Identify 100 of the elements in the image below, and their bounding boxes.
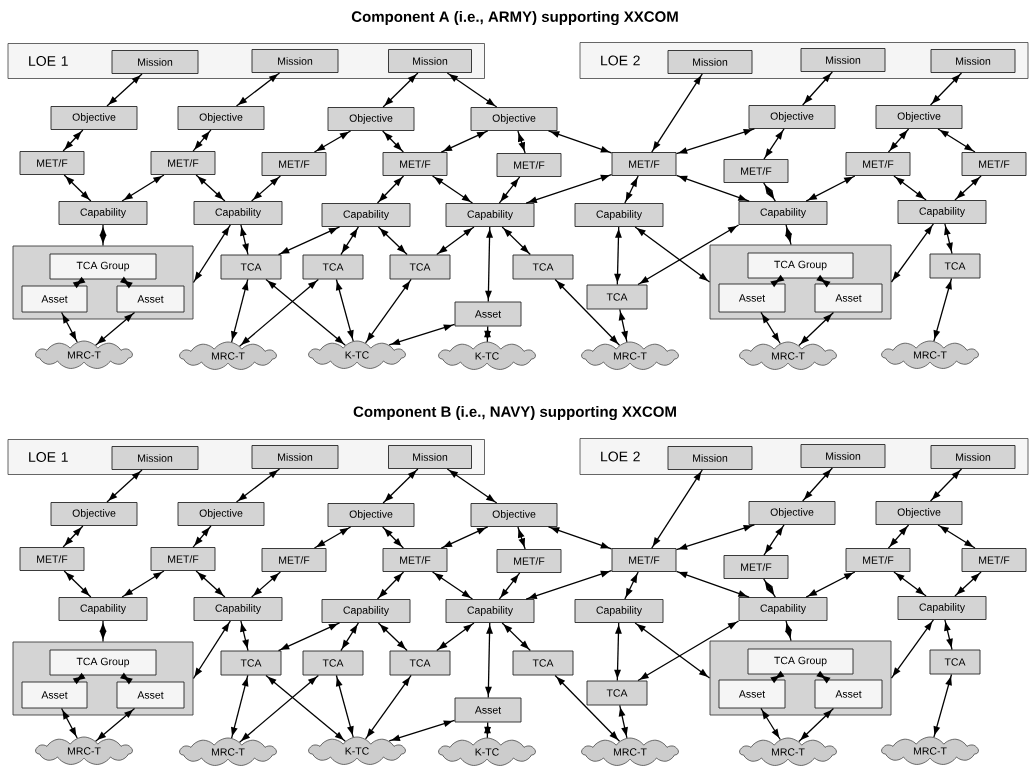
- process-box: Objective: [748, 105, 836, 129]
- arrow: [63, 174, 92, 202]
- process-box: MET/F: [382, 152, 448, 176]
- process-box: TCA Group: [49, 253, 157, 280]
- arrow: [933, 673, 953, 738]
- arrow: [382, 526, 404, 549]
- process-box: Asset: [454, 697, 522, 723]
- process-box: Objective: [748, 501, 836, 525]
- arrow: [277, 226, 341, 256]
- arrow: [99, 620, 107, 643]
- arrow: [624, 175, 639, 204]
- arrow: [929, 72, 963, 106]
- arrow: [485, 226, 493, 303]
- arrow: [634, 622, 711, 679]
- arrow: [376, 571, 405, 600]
- arrow: [440, 130, 489, 153]
- arrow: [377, 622, 408, 652]
- arrow: [388, 323, 456, 346]
- arrow: [251, 571, 281, 598]
- arrow: [501, 226, 531, 256]
- arrow: [335, 674, 354, 738]
- arrow: [954, 571, 982, 597]
- process-box: MET/F: [723, 159, 789, 183]
- panel-title: Component A (i.e., ARMY) supporting XXCOM: [351, 11, 678, 26]
- arrow: [195, 174, 226, 202]
- arrow: [763, 524, 785, 556]
- arrow: [265, 674, 346, 742]
- process-box: Asset: [814, 283, 883, 313]
- process-box: Objective: [327, 503, 415, 527]
- process-box: Capability: [738, 201, 828, 225]
- arrow: [62, 525, 84, 548]
- arrow: [954, 175, 982, 201]
- arrow: [675, 524, 756, 551]
- arrow: [517, 130, 526, 154]
- arrow: [614, 226, 622, 286]
- arrow: [618, 308, 628, 343]
- arrow: [95, 311, 136, 346]
- arrow: [785, 224, 793, 246]
- process-box: MET/F: [261, 548, 327, 572]
- arrow: [72, 672, 86, 685]
- arrow: [121, 174, 165, 202]
- arrow: [192, 129, 212, 152]
- arrow: [651, 469, 703, 549]
- arrow: [887, 128, 910, 153]
- arrow: [106, 73, 143, 107]
- process-box: Mission: [388, 445, 472, 469]
- arrow: [60, 311, 78, 343]
- process-box: TCA: [512, 650, 574, 676]
- arrow: [119, 276, 133, 289]
- process-box: Capability: [58, 201, 148, 225]
- process-box: Objective: [875, 105, 963, 129]
- arrow: [937, 128, 976, 153]
- process-box: Capability: [574, 599, 664, 623]
- arrow: [251, 175, 281, 202]
- arrow: [498, 572, 521, 600]
- process-box: Asset: [718, 679, 786, 709]
- arrow: [651, 73, 703, 153]
- process-box: TCA: [512, 254, 574, 280]
- arrow: [618, 704, 628, 739]
- process-box: MET/F: [961, 152, 1027, 176]
- arrow: [501, 622, 531, 652]
- arrow: [498, 176, 521, 204]
- process-box: Mission: [800, 48, 886, 72]
- arrow: [431, 571, 474, 600]
- process-box: Capability: [445, 599, 535, 623]
- panel-title: Component B (i.e., NAVY) supporting XXCOM: [353, 406, 676, 421]
- process-box: Objective: [470, 503, 558, 527]
- arrow: [634, 226, 711, 283]
- process-box: MET/F: [845, 152, 911, 176]
- process-box: Objective: [50, 106, 138, 130]
- arrow: [760, 707, 781, 741]
- arrow: [517, 526, 526, 550]
- arrow: [340, 226, 360, 256]
- process-box: Objective: [177, 502, 265, 526]
- process-box: TCA: [586, 680, 648, 706]
- process-box: Mission: [388, 49, 472, 73]
- arrow: [277, 622, 341, 652]
- process-box: TCA: [302, 650, 364, 676]
- process-box: MET/F: [496, 549, 562, 573]
- arrow: [382, 72, 419, 108]
- process-box: TCA: [220, 650, 282, 676]
- process-box: Asset: [814, 679, 883, 709]
- process-box: Mission: [251, 49, 339, 73]
- arrow: [446, 468, 498, 504]
- arrow: [335, 278, 354, 342]
- process-box: MET/F: [382, 548, 448, 572]
- arrow: [805, 571, 856, 598]
- process-box: Asset: [718, 283, 786, 313]
- arrow: [816, 670, 831, 684]
- arrow: [388, 719, 456, 742]
- arrow: [547, 130, 613, 154]
- process-box: Mission: [111, 446, 199, 470]
- process-box: MET/F: [496, 153, 562, 177]
- process-box: Asset: [116, 285, 185, 313]
- arrow: [235, 468, 281, 503]
- process-box: MET/F: [150, 151, 216, 175]
- process-box: Capability: [897, 200, 987, 224]
- process-box: Capability: [445, 203, 535, 227]
- arrow: [887, 524, 910, 549]
- arrow: [446, 72, 498, 108]
